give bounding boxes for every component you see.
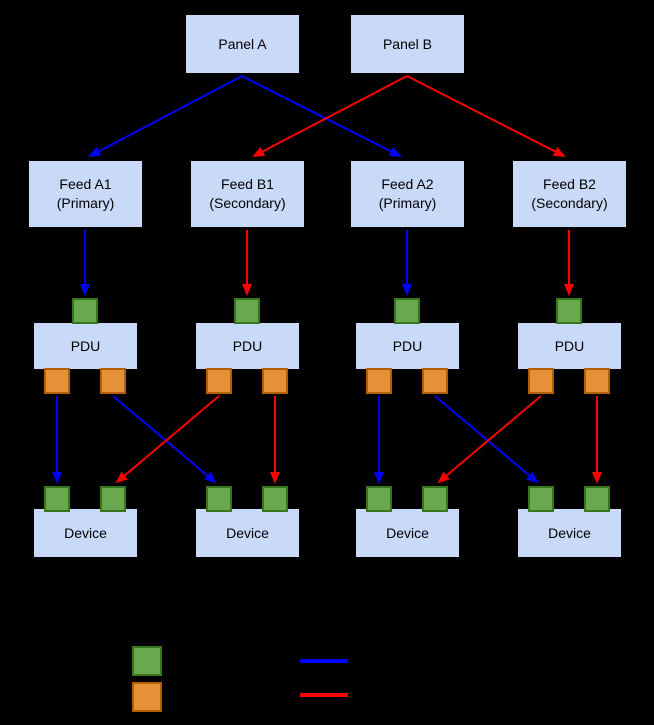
device-box-1: Device [33, 508, 138, 558]
feed-b1-name: Feed B1 [221, 176, 274, 192]
legend-green-swatch [132, 646, 162, 676]
pdu-4-label: PDU [554, 337, 585, 354]
panel-box-b: Panel B [350, 14, 465, 74]
device-3-input-port-right [422, 486, 448, 512]
panel-box-a: Panel A [185, 14, 300, 74]
pdu-3-label: PDU [392, 337, 423, 354]
feed-a2-role: (Primary) [378, 195, 437, 211]
pdu-4-output-port-left [528, 368, 554, 394]
pdu-1-output-port-right [100, 368, 126, 394]
feed-a1-role: (Primary) [56, 195, 115, 211]
pdu-4-output-port-right [584, 368, 610, 394]
feed-box-b1: Feed B1 (Secondary) [190, 160, 305, 228]
pdu-1-output-port-left [44, 368, 70, 394]
pdu-1-label: PDU [70, 337, 101, 354]
device-1-label: Device [64, 524, 107, 541]
pdu-3-input-port [394, 298, 420, 324]
device-box-3: Device [355, 508, 460, 558]
arrow-panel-b-to-feed-b1 [252, 75, 408, 157]
feed-b2-name: Feed B2 [543, 176, 596, 192]
device-4-input-port-right [584, 486, 610, 512]
arrow-pdu3-to-device4 [434, 395, 539, 484]
device-1-input-port-right [100, 486, 126, 512]
feed-a2-name: Feed A2 [381, 176, 434, 192]
device-box-4: Device [517, 508, 622, 558]
feed-b2-role: (Secondary) [531, 195, 608, 211]
pdu-3-output-port-left [366, 368, 392, 394]
arrow-panel-a-to-feed-a2 [241, 75, 402, 157]
panel-a-label: Panel A [218, 35, 267, 52]
feed-box-a1: Feed A1 (Primary) [28, 160, 143, 228]
panel-b-label: Panel B [382, 35, 433, 52]
pdu-2-input-port [234, 298, 260, 324]
device-2-label: Device [226, 524, 269, 541]
device-box-2: Device [195, 508, 300, 558]
feed-box-a2: Feed A2 (Primary) [350, 160, 465, 228]
pdu-1-input-port [72, 298, 98, 324]
pdu-box-2: PDU [195, 322, 300, 370]
arrow-pdu4-to-device3 [437, 395, 542, 484]
pdu-4-input-port [556, 298, 582, 324]
feed-b1-role: (Secondary) [209, 195, 286, 211]
pdu-2-output-port-right [262, 368, 288, 394]
feed-box-b2: Feed B2 (Secondary) [512, 160, 627, 228]
pdu-2-label: PDU [232, 337, 263, 354]
device-1-input-port-left [44, 486, 70, 512]
pdu-3-output-port-right [422, 368, 448, 394]
legend-orange-swatch [132, 682, 162, 712]
feed-a1-name: Feed A1 [59, 176, 112, 192]
pdu-2-output-port-left [206, 368, 232, 394]
pdu-box-4: PDU [517, 322, 622, 370]
arrow-pdu1-to-device2 [112, 395, 217, 484]
pdu-box-1: PDU [33, 322, 138, 370]
device-3-label: Device [386, 524, 429, 541]
device-4-input-port-left [528, 486, 554, 512]
pdu-box-3: PDU [355, 322, 460, 370]
device-2-input-port-left [206, 486, 232, 512]
device-4-label: Device [548, 524, 591, 541]
arrow-panel-a-to-feed-a1 [88, 75, 243, 157]
arrow-pdu2-to-device1 [115, 395, 220, 484]
device-2-input-port-right [262, 486, 288, 512]
device-3-input-port-left [366, 486, 392, 512]
arrow-panel-b-to-feed-b2 [406, 75, 566, 157]
